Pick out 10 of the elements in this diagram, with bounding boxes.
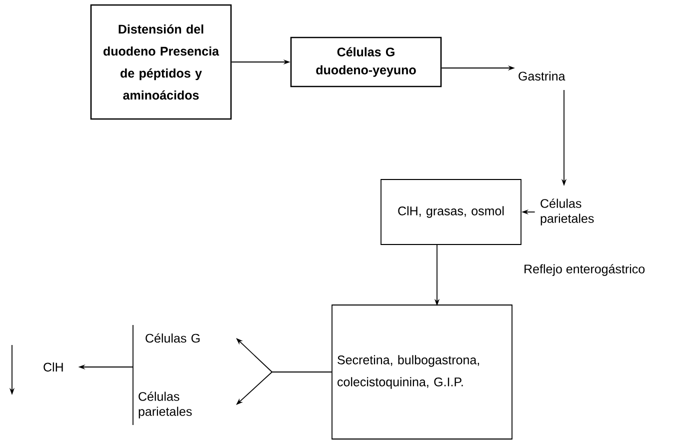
node-text: Células parietales [138,392,192,418]
process-box: Distensión del duodeno Presencia de péptidos y aminoácidos [90,4,232,120]
node-text: ClH [44,362,63,372]
node-text: Células parietales [540,198,594,226]
annotation-text: Reflejo enterogástrico [524,264,645,276]
node-text: Gastrina [518,71,566,81]
process-box: ClH, grasas, osmol [380,179,522,245]
process-box: Secretina, bulbogastrona, colecistoquinina, G.I.P. [332,304,512,440]
process-box: Células G duodeno-yeyuno [290,36,442,88]
node-text: Células G [146,333,200,343]
